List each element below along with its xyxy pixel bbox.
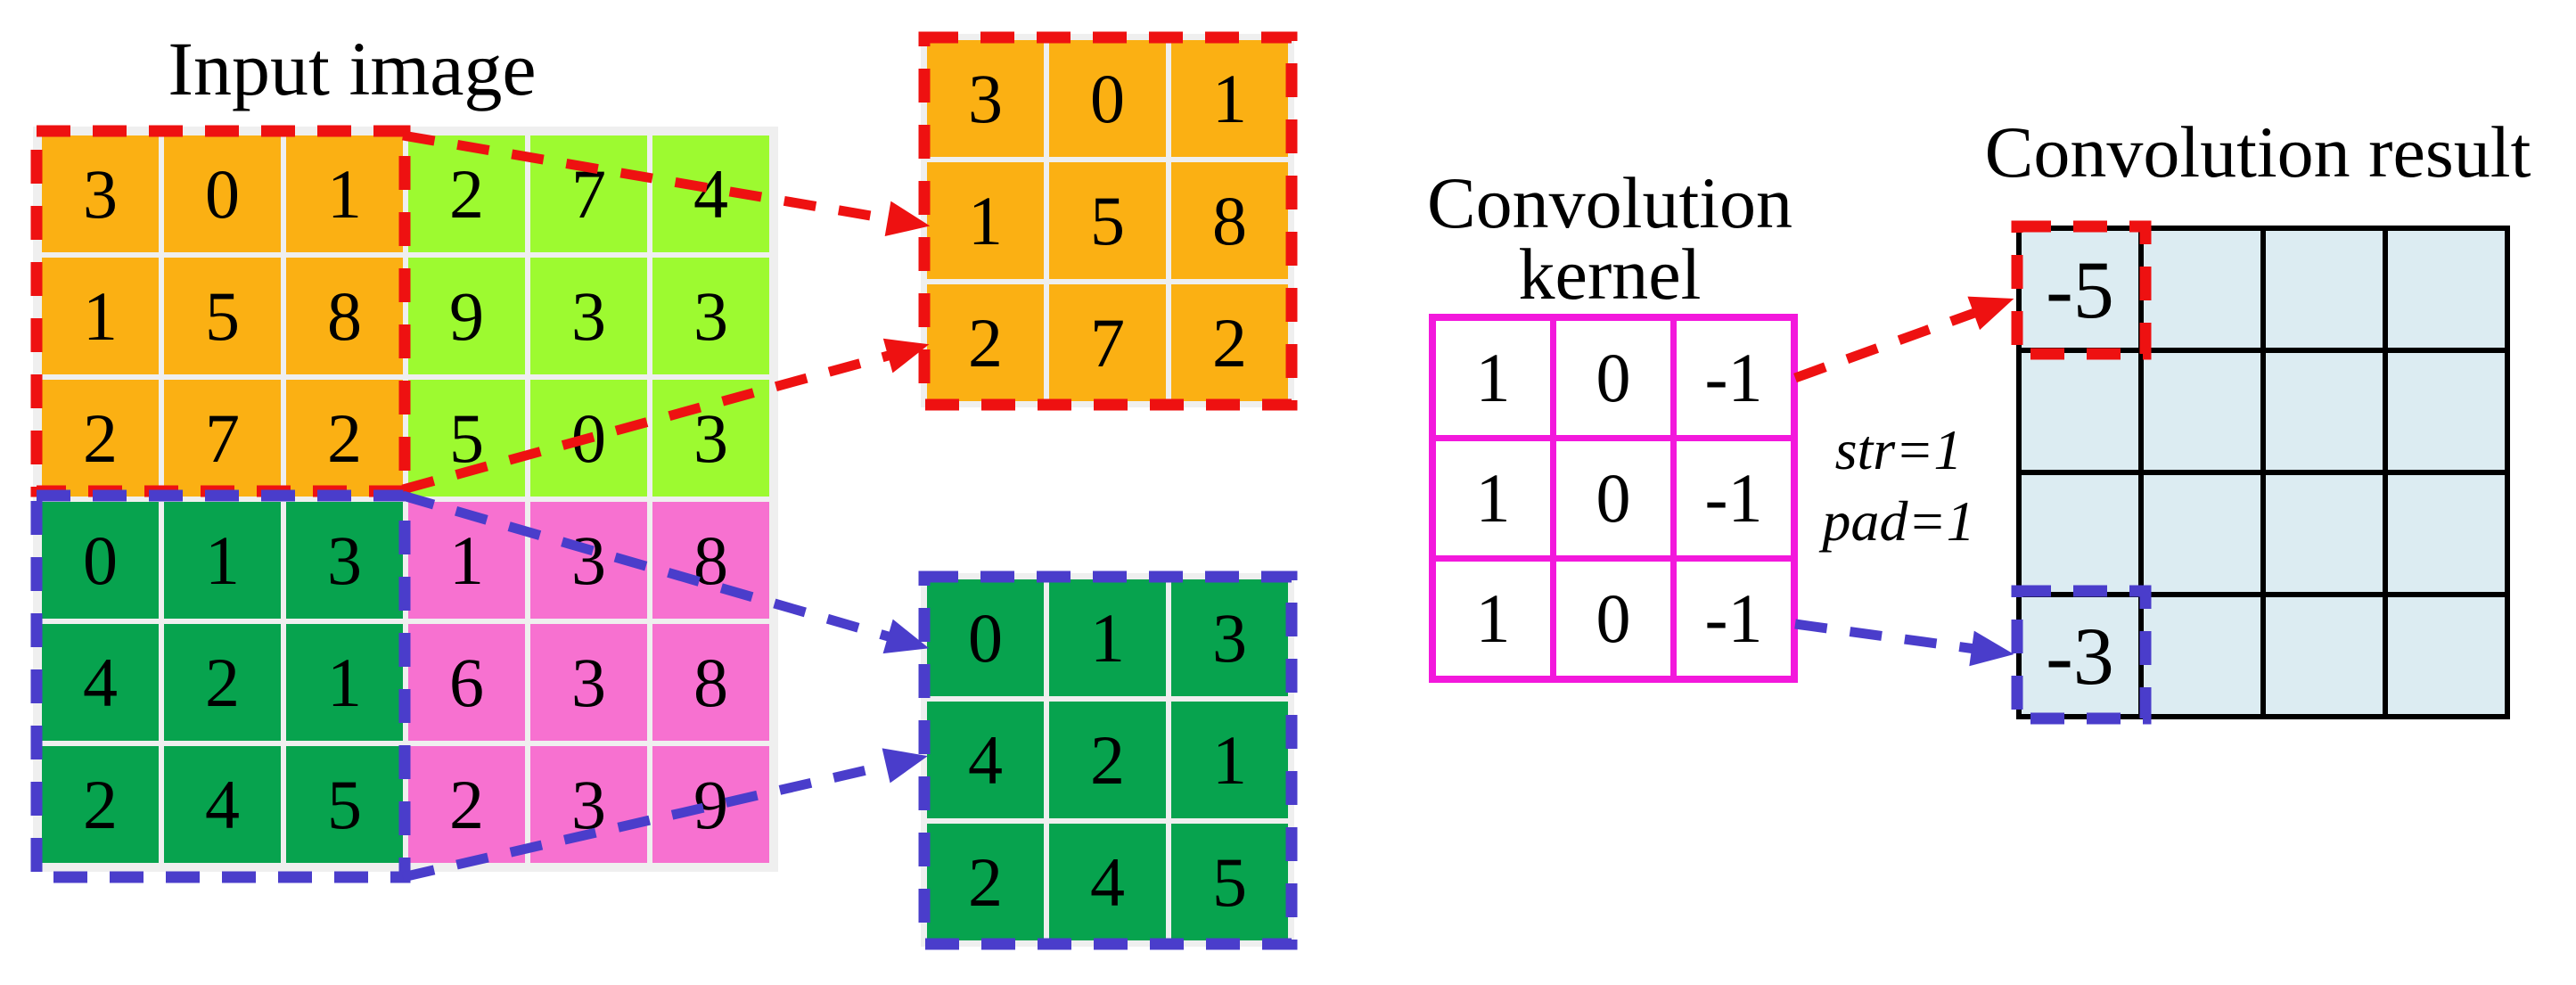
input-grid-cell-r3c4: 5 bbox=[408, 380, 525, 497]
input-grid-cell-r4c2: 1 bbox=[164, 502, 281, 619]
green-patch-grid-cell-r3c1: 2 bbox=[927, 824, 1044, 940]
kernel-grid-cell-r1c3: -1 bbox=[1677, 321, 1791, 435]
result-grid-cell-r1c2 bbox=[2144, 231, 2260, 348]
kernel-title: Convolution kernel bbox=[1396, 162, 1824, 315]
result-grid-cell-r3c3 bbox=[2266, 475, 2383, 592]
orange-patch-grid-cell-r1c2: 0 bbox=[1049, 40, 1166, 157]
blue-arrow-kernel-to-result bbox=[1794, 619, 2014, 667]
input-grid-cell-r1c3: 1 bbox=[286, 135, 403, 252]
result-grid-cell-r4c2 bbox=[2144, 597, 2260, 714]
green-patch-grid-cell-r1c2: 1 bbox=[1049, 579, 1166, 696]
result-grid: -5 -3 bbox=[2016, 226, 2510, 719]
green-patch-grid-cell-r3c2: 4 bbox=[1049, 824, 1166, 940]
input-grid-cell-r3c6: 3 bbox=[652, 380, 769, 497]
green-patch-grid-cell-r1c1: 0 bbox=[927, 579, 1044, 696]
orange-patch-grid-cell-r2c1: 1 bbox=[927, 162, 1044, 279]
kernel-grid-cell-r3c2: 0 bbox=[1556, 562, 1670, 676]
result-grid-cell-r4c1: -3 bbox=[2022, 597, 2138, 714]
input-grid-cell-r5c2: 2 bbox=[164, 624, 281, 741]
green-patch-grid-cell-r2c3: 1 bbox=[1171, 702, 1288, 818]
input-image-title: Input image bbox=[168, 26, 537, 111]
orange-patch-grid-cell-r3c1: 2 bbox=[927, 284, 1044, 401]
orange-patch-grid-cell-r2c2: 5 bbox=[1049, 162, 1166, 279]
result-grid-cell-r1c1: -5 bbox=[2022, 231, 2138, 348]
kernel-grid-cell-r2c3: -1 bbox=[1677, 441, 1791, 555]
input-grid-cell-r6c4: 2 bbox=[408, 746, 525, 863]
green-patch-grid-cell-r2c2: 2 bbox=[1049, 702, 1166, 818]
result-grid-cell-r4c3 bbox=[2266, 597, 2383, 714]
result-grid-cell-r3c4 bbox=[2388, 475, 2505, 592]
input-grid-cell-r3c2: 7 bbox=[164, 380, 281, 497]
input-grid-cell-r1c2: 0 bbox=[164, 135, 281, 252]
input-grid-cell-r6c5: 3 bbox=[530, 746, 647, 863]
red-arrow-kernel-to-result bbox=[1793, 296, 2014, 383]
kernel-grid-cell-r1c1: 1 bbox=[1436, 321, 1550, 435]
result-grid-cell-r3c1 bbox=[2022, 475, 2138, 592]
input-grid-cell-r5c3: 1 bbox=[286, 624, 403, 741]
kernel-title-line2: kernel bbox=[1518, 234, 1702, 315]
input-grid-cell-r5c5: 3 bbox=[530, 624, 647, 741]
green-patch-grid-cell-r1c3: 3 bbox=[1171, 579, 1288, 696]
result-title: Convolution result bbox=[1984, 111, 2531, 193]
result-grid-cell-r4c4 bbox=[2388, 597, 2505, 714]
input-grid-cell-r4c6: 8 bbox=[652, 502, 769, 619]
kernel-title-line1: Convolution bbox=[1426, 162, 1793, 243]
input-grid-cell-r1c6: 4 bbox=[652, 135, 769, 252]
input-grid-cell-r4c4: 1 bbox=[408, 502, 525, 619]
input-grid-cell-r5c6: 8 bbox=[652, 624, 769, 741]
input-grid-cell-r4c5: 3 bbox=[530, 502, 647, 619]
input-grid-cell-r2c5: 3 bbox=[530, 258, 647, 374]
input-grid-cell-r1c5: 7 bbox=[530, 135, 647, 252]
input-grid-cell-r2c6: 3 bbox=[652, 258, 769, 374]
orange-patch-grid-cell-r3c3: 2 bbox=[1171, 284, 1288, 401]
result-grid-cell-r2c1 bbox=[2022, 353, 2138, 470]
kernel-grid-cell-r2c1: 1 bbox=[1436, 441, 1550, 555]
input-grid-cell-r3c5: 0 bbox=[530, 380, 647, 497]
green-patch-grid-cell-r2c1: 4 bbox=[927, 702, 1044, 818]
input-grid-cell-r4c1: 0 bbox=[42, 502, 159, 619]
input-grid-cell-r4c3: 3 bbox=[286, 502, 403, 619]
input-grid-cell-r5c4: 6 bbox=[408, 624, 525, 741]
orange-patch-grid-cell-r3c2: 7 bbox=[1049, 284, 1166, 401]
kernel-grid-cell-r3c1: 1 bbox=[1436, 562, 1550, 676]
stride-label: str=1 bbox=[1834, 418, 1963, 481]
result-grid-cell-r1c3 bbox=[2266, 231, 2383, 348]
result-grid-cell-r2c2 bbox=[2144, 353, 2260, 470]
orange-patch-grid-cell-r1c3: 1 bbox=[1171, 40, 1288, 157]
result-grid-cell-r2c4 bbox=[2388, 353, 2505, 470]
input-grid-cell-r2c1: 1 bbox=[42, 258, 159, 374]
kernel-grid-cell-r1c2: 0 bbox=[1556, 321, 1670, 435]
result-grid-cell-r1c4 bbox=[2388, 231, 2505, 348]
green-patch-grid-cell-r3c3: 5 bbox=[1171, 824, 1288, 940]
result-grid-cell-r3c2 bbox=[2144, 475, 2260, 592]
input-grid-cell-r6c1: 2 bbox=[42, 746, 159, 863]
orange-patch-grid-cell-r1c1: 3 bbox=[927, 40, 1044, 157]
input-grid-cell-r6c6: 9 bbox=[652, 746, 769, 863]
kernel-grid-cell-r2c2: 0 bbox=[1556, 441, 1670, 555]
input-grid-cell-r2c4: 9 bbox=[408, 258, 525, 374]
kernel-grid-cell-r3c3: -1 bbox=[1677, 562, 1791, 676]
input-grid-cell-r6c3: 5 bbox=[286, 746, 403, 863]
input-grid-cell-r2c2: 5 bbox=[164, 258, 281, 374]
input-grid-cell-r6c2: 4 bbox=[164, 746, 281, 863]
input-grid-cell-r5c1: 4 bbox=[42, 624, 159, 741]
orange-patch-grid-cell-r2c3: 8 bbox=[1171, 162, 1288, 279]
padding-label: pad=1 bbox=[1822, 489, 1975, 553]
input-grid-cell-r1c4: 2 bbox=[408, 135, 525, 252]
input-grid-cell-r2c3: 8 bbox=[286, 258, 403, 374]
input-grid-cell-r1c1: 3 bbox=[42, 135, 159, 252]
result-grid-cell-r2c3 bbox=[2266, 353, 2383, 470]
input-grid-cell-r3c1: 2 bbox=[42, 380, 159, 497]
input-grid-cell-r3c3: 2 bbox=[286, 380, 403, 497]
